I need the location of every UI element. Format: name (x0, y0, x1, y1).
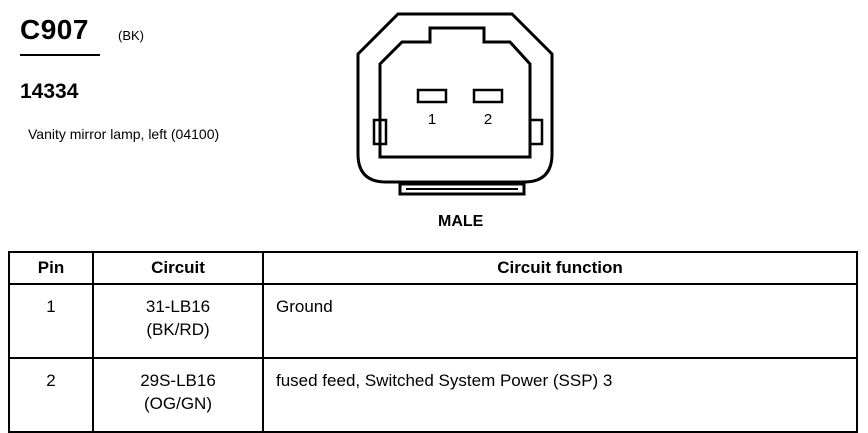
pin-number: 2 (8, 357, 94, 433)
pin-terminal-1 (416, 88, 448, 104)
connector-latch (398, 182, 526, 196)
side-rail-left (372, 118, 388, 146)
circuit-cell: 29S-LB16 (OG/GN) (92, 357, 264, 433)
connector-id-underline (20, 54, 100, 56)
wire-color: (OG/GN) (144, 394, 212, 413)
table-header-row: Pin Circuit Circuit function (8, 251, 858, 285)
circuit-cell: 31-LB16 (BK/RD) (92, 283, 264, 359)
header-circuit: Circuit (92, 251, 264, 285)
side-rail-right (528, 118, 544, 146)
pin-terminal-2 (472, 88, 504, 104)
wire-color: (BK/RD) (146, 320, 210, 339)
table-row: 2 29S-LB16 (OG/GN) fused feed, Switched … (8, 357, 858, 433)
connector-color-code: (BK) (118, 28, 144, 43)
connector-outer-shell (356, 12, 554, 184)
pin-number: 1 (8, 283, 94, 359)
pin-label-2: 2 (484, 111, 492, 128)
header-function: Circuit function (262, 251, 858, 285)
connector-face-diagram: 1 2 (356, 12, 554, 196)
header-pin: Pin (8, 251, 94, 285)
pin-table: Pin Circuit Circuit function 1 31-LB16 (… (8, 251, 858, 433)
pin-label-1: 1 (428, 111, 436, 128)
connector-description: Vanity mirror lamp, left (04100) (28, 126, 220, 142)
part-number: 14334 (20, 80, 79, 103)
connector-id: C907 (20, 14, 89, 45)
circuit-code: 29S-LB16 (140, 371, 216, 390)
circuit-function: Ground (262, 283, 858, 359)
connector-gender-label: MALE (438, 213, 484, 230)
circuit-code: 31-LB16 (145, 297, 211, 316)
circuit-function: fused feed, Switched System Power (SSP) … (262, 357, 858, 433)
connector-inner-cavity (378, 26, 532, 159)
table-row: 1 31-LB16 (BK/RD) Ground (8, 283, 858, 359)
